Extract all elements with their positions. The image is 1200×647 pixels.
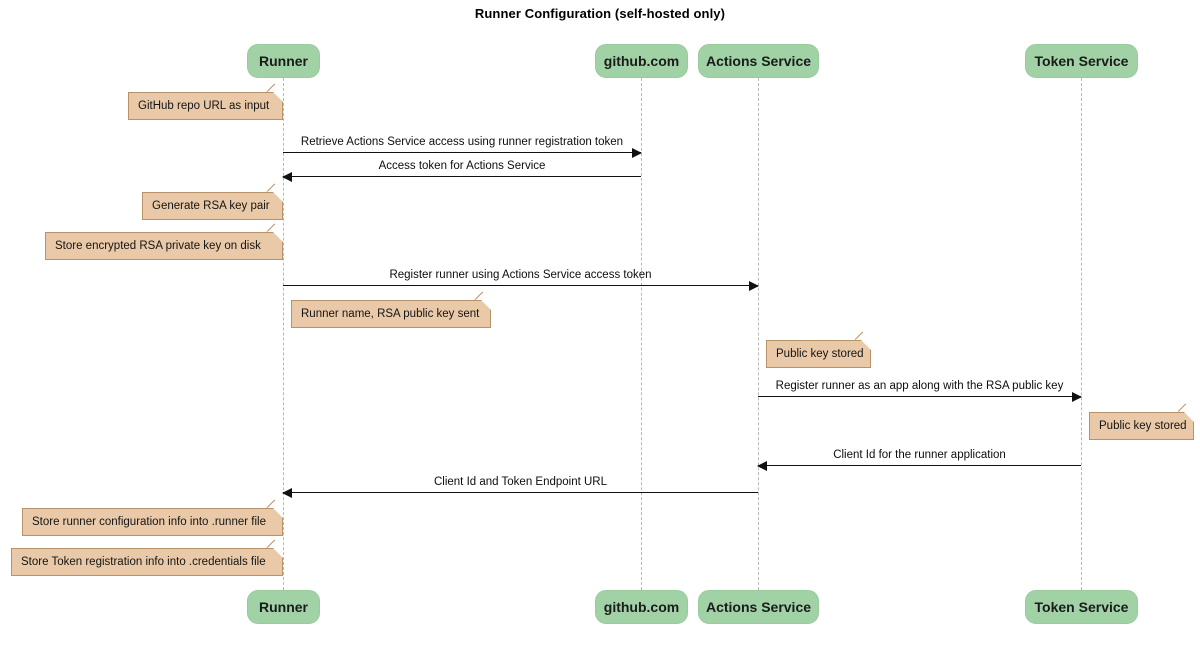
- message-arrow-m6: [282, 488, 758, 498]
- note-fold-corner-icon: [861, 340, 871, 350]
- participant-actions-header[interactable]: Actions Service: [698, 44, 819, 78]
- arrowhead-icon: [1072, 392, 1082, 402]
- lifeline-github: [641, 78, 642, 590]
- participant-actions-footer[interactable]: Actions Service: [698, 590, 819, 624]
- note-fold-corner-icon: [273, 192, 283, 202]
- participant-runner-footer[interactable]: Runner: [247, 590, 320, 624]
- note-text: Store runner configuration info into .ru…: [32, 516, 266, 528]
- participant-token-footer[interactable]: Token Service: [1025, 590, 1138, 624]
- message-arrow-m2: [282, 172, 641, 182]
- note-fold-corner-icon: [481, 300, 491, 310]
- note-fold-corner-icon: [273, 92, 283, 102]
- message-arrow-m3: [283, 281, 759, 291]
- participant-runner-header[interactable]: Runner: [247, 44, 320, 78]
- arrowhead-icon: [757, 461, 767, 471]
- message-label-m1: Retrieve Actions Service access using ru…: [300, 136, 624, 148]
- note-fold-corner-icon: [273, 508, 283, 518]
- lifeline-actions: [758, 78, 759, 590]
- participant-github-header[interactable]: github.com: [595, 44, 688, 78]
- note-n8: Store Token registration info into .cred…: [11, 539, 283, 576]
- note-text: Public key stored: [1099, 420, 1187, 432]
- arrowhead-icon: [282, 172, 292, 182]
- message-label-m3: Register runner using Actions Service ac…: [389, 269, 652, 281]
- message-label-m5: Client Id for the runner application: [833, 449, 1006, 461]
- note-text: Store encrypted RSA private key on disk: [55, 240, 261, 252]
- page-title: Runner Configuration (self-hosted only): [474, 6, 726, 21]
- message-label-m4: Register runner as an app along with the…: [775, 380, 1064, 392]
- participant-github-footer[interactable]: github.com: [595, 590, 688, 624]
- note-n4: Runner name, RSA public key sent: [291, 291, 491, 328]
- note-text: Store Token registration info into .cred…: [21, 556, 266, 568]
- note-text: Generate RSA key pair: [152, 200, 270, 212]
- note-n5: Public key stored: [766, 331, 871, 368]
- note-n2: Generate RSA key pair: [142, 183, 283, 220]
- note-n1: GitHub repo URL as input: [128, 83, 283, 120]
- note-text: Public key stored: [776, 348, 864, 360]
- message-label-m6: Client Id and Token Endpoint URL: [433, 476, 608, 488]
- arrowhead-icon: [632, 148, 642, 158]
- arrowhead-icon: [282, 488, 292, 498]
- lifeline-runner: [283, 78, 284, 590]
- note-text: Runner name, RSA public key sent: [301, 308, 480, 320]
- message-arrow-m4: [758, 392, 1082, 402]
- note-fold-corner-icon: [273, 232, 283, 242]
- note-text: GitHub repo URL as input: [138, 100, 270, 112]
- note-n6: Public key stored: [1089, 403, 1194, 440]
- message-arrow-m1: [283, 148, 642, 158]
- arrowhead-icon: [749, 281, 759, 291]
- note-n7: Store runner configuration info into .ru…: [22, 499, 283, 536]
- message-label-m2: Access token for Actions Service: [378, 160, 546, 172]
- note-fold-corner-icon: [273, 548, 283, 558]
- participant-token-header[interactable]: Token Service: [1025, 44, 1138, 78]
- note-n3: Store encrypted RSA private key on disk: [45, 223, 283, 260]
- message-arrow-m5: [757, 461, 1081, 471]
- note-fold-corner-icon: [1184, 412, 1194, 422]
- lifeline-token: [1081, 78, 1082, 590]
